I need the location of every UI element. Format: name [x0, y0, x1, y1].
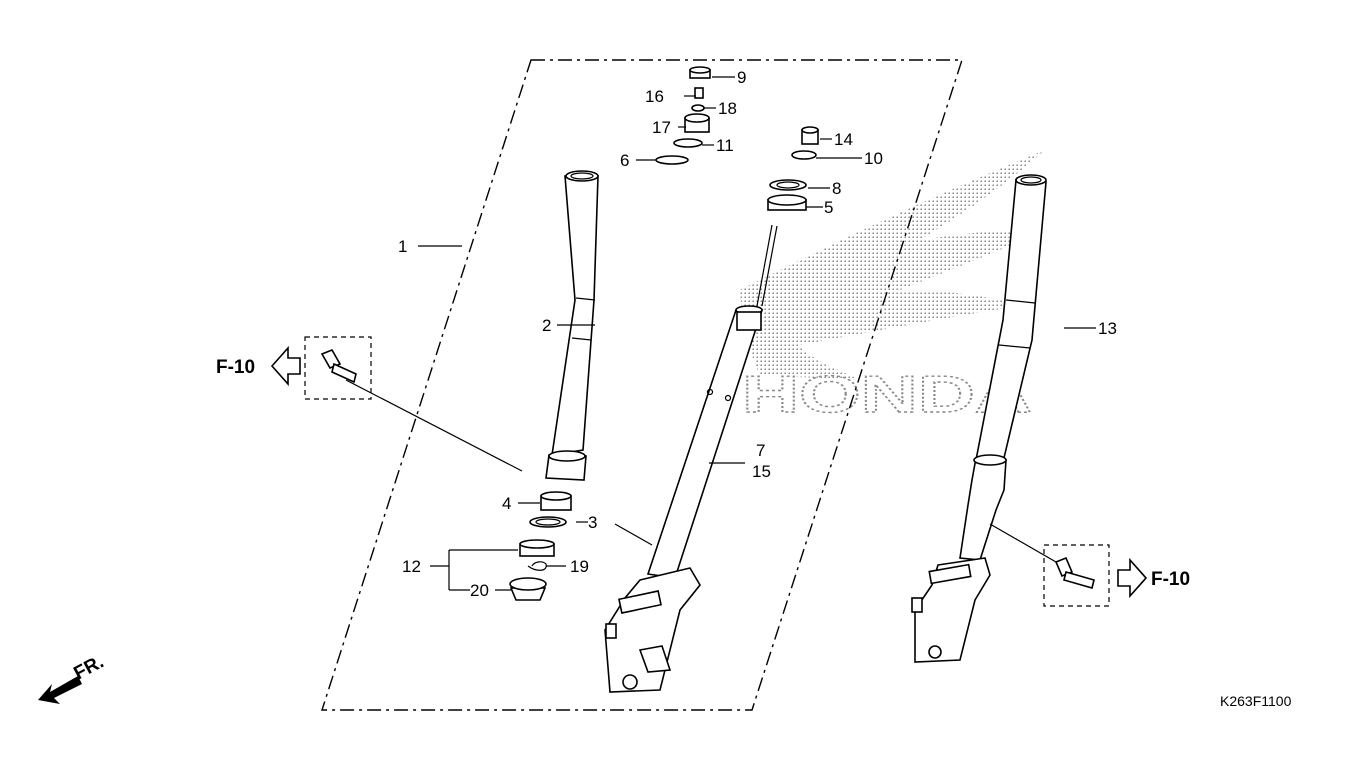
diagram-code: K263F1100	[1220, 693, 1292, 709]
callout-18: 18	[718, 99, 737, 118]
damper-parts	[756, 126, 819, 307]
arrow-left-icon	[270, 345, 301, 387]
callout-2: 2	[542, 316, 551, 335]
leader-lines	[345, 76, 1096, 591]
callout-12: 12	[402, 557, 421, 576]
arrow-right-icon	[1117, 557, 1148, 599]
bolt-right	[1043, 544, 1110, 607]
callout-8: 8	[832, 179, 841, 198]
fork-top-stack	[655, 66, 711, 165]
ref-link-right[interactable]: F-10	[1117, 557, 1190, 599]
callout-1: 1	[398, 237, 407, 256]
front-direction-indicator: FR.	[38, 652, 107, 704]
complete-fork-right	[911, 174, 1047, 663]
callout-11: 11	[716, 136, 734, 155]
callout-3: 3	[588, 513, 597, 532]
callout-16: 16	[645, 87, 664, 106]
bolt-left	[304, 336, 372, 400]
callout-4: 4	[502, 494, 511, 513]
fork-lower-small-parts	[509, 491, 572, 601]
callout-7: 7	[756, 441, 765, 460]
ref-left-label: F-10	[216, 357, 255, 378]
callout-13: 13	[1098, 319, 1117, 338]
callout-5: 5	[824, 198, 833, 217]
callout-10-upper: 10	[864, 149, 883, 168]
callout-17: 17	[652, 118, 671, 137]
ref-right-label: F-10	[1151, 569, 1190, 590]
fork-inner-tube	[604, 305, 764, 693]
fork-outer-tube	[545, 170, 599, 481]
callout-labels: 1 2 3 4 5 6 7 8 9 10 11 12 13 14 15 16 1…	[398, 68, 1117, 600]
front-arrow-icon	[38, 676, 82, 704]
assembly-group-boundary	[321, 59, 963, 711]
callout-14: 14	[834, 130, 853, 149]
callout-9: 9	[737, 68, 746, 87]
callout-20: 20	[470, 581, 489, 600]
callout-6: 6	[620, 151, 629, 170]
callout-19: 19	[570, 557, 589, 576]
callout-15: 15	[752, 462, 771, 481]
ref-link-left[interactable]: F-10	[216, 345, 301, 387]
